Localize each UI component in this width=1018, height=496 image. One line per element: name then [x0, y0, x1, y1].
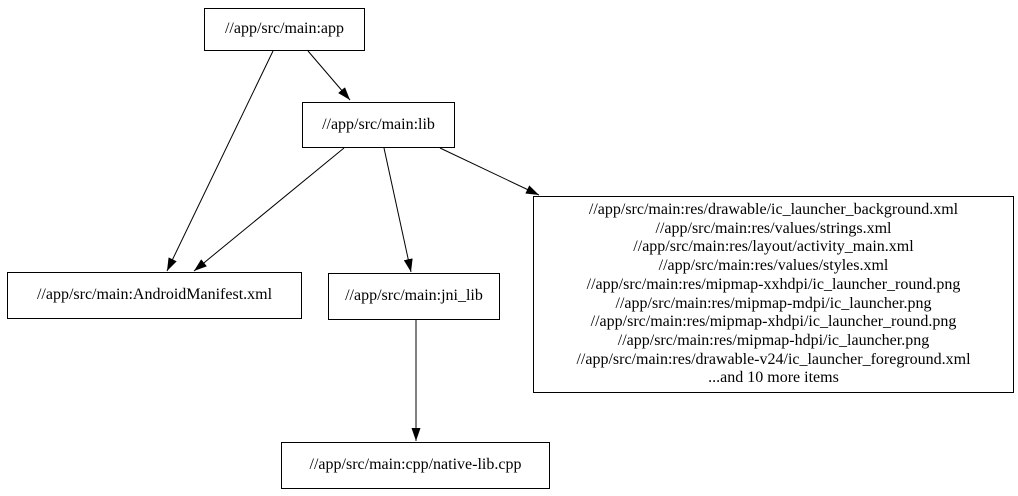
node-jni-lib-label: //app/src/main:jni_lib	[345, 287, 483, 305]
resource-line: //app/src/main:res/mipmap-xxhdpi/ic_laun…	[586, 275, 961, 293]
resource-line: //app/src/main:res/values/strings.xml	[655, 219, 892, 237]
resource-line: //app/src/main:res/drawable-v24/ic_launc…	[576, 350, 971, 368]
resource-line: //app/src/main:res/mipmap-xhdpi/ic_launc…	[590, 313, 957, 331]
resource-line: //app/src/main:res/drawable/ic_launcher_…	[588, 200, 959, 218]
resource-line: //app/src/main:res/values/styles.xml	[658, 257, 889, 275]
edge-lib-to-jni-lib	[383, 147, 413, 273]
node-app-label: //app/src/main:app	[224, 20, 345, 38]
edge-app-to-android-manifest	[166, 50, 274, 272]
edge-lib-to-android-manifest	[193, 147, 345, 272]
node-android-manifest-label: //app/src/main:AndroidManifest.xml	[36, 286, 273, 304]
edge-lib-to-resources	[439, 147, 540, 196]
resource-more-items: ...and 10 more items	[708, 369, 839, 387]
node-native-lib-cpp: //app/src/main:cpp/native-lib.cpp	[281, 442, 550, 489]
node-lib: //app/src/main:lib	[302, 102, 455, 148]
edge-app-to-lib	[307, 50, 351, 101]
resource-line: //app/src/main:res/layout/activity_main.…	[633, 238, 914, 256]
node-native-lib-cpp-label: //app/src/main:cpp/native-lib.cpp	[309, 456, 522, 474]
node-lib-label: //app/src/main:lib	[322, 115, 435, 133]
node-app: //app/src/main:app	[204, 8, 365, 51]
resource-line: //app/src/main:res/mipmap-mdpi/ic_launch…	[615, 294, 932, 312]
resource-line: //app/src/main:res/mipmap-hdpi/ic_launch…	[617, 331, 930, 349]
node-jni-lib: //app/src/main:jni_lib	[328, 273, 500, 320]
node-android-manifest: //app/src/main:AndroidManifest.xml	[7, 272, 302, 319]
node-resources: //app/src/main:res/drawable/ic_launcher_…	[533, 196, 1014, 393]
